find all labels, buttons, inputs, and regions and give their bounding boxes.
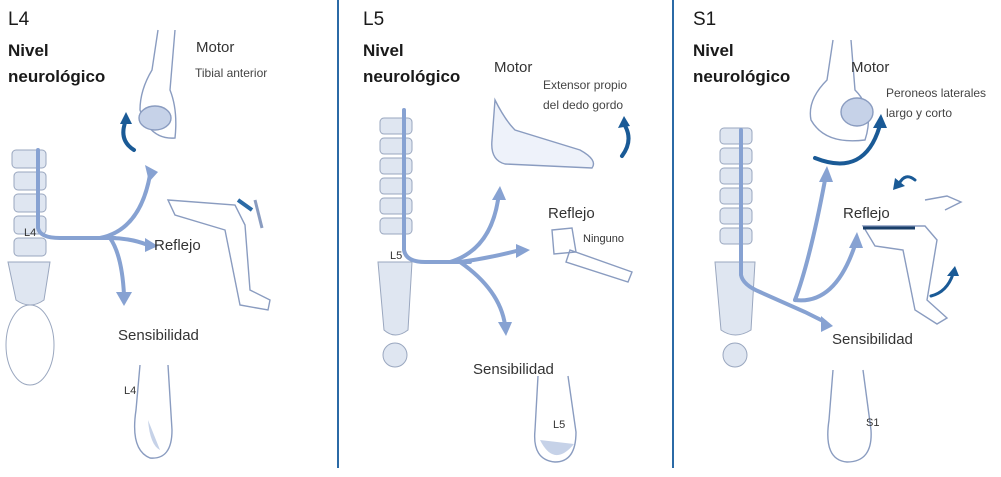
spine-level-tag: L5 xyxy=(390,251,402,262)
level-label-line1: Nivel xyxy=(363,40,404,62)
motor-muscle-label-line1: Extensor propio xyxy=(543,76,627,94)
sensory-label: Sensibilidad xyxy=(832,332,913,347)
motor-foot-sketch xyxy=(139,30,176,138)
panel-title: S1 xyxy=(693,10,716,29)
motor-muscle-label-line2: largo y corto xyxy=(886,104,952,122)
spine-drawing xyxy=(715,128,755,367)
motor-muscle-label-line1: Peroneos laterales xyxy=(886,84,986,102)
foot-dermatome-tag: S1 xyxy=(866,418,879,429)
nerve-arrows xyxy=(38,150,150,295)
sensory-label: Sensibilidad xyxy=(118,328,199,343)
reflex-tap-arrow xyxy=(899,177,915,184)
spine-level-tag: L4 xyxy=(24,228,36,239)
panel-s1: S1 Nivel neurológico Motor Peroneos late… xyxy=(675,0,1001,477)
nerve-arrows xyxy=(741,130,855,322)
foot-dermatome-tag: L4 xyxy=(124,386,136,397)
spine-drawing xyxy=(378,118,412,367)
spine-drawing xyxy=(6,150,54,385)
sensory-foot-sketch xyxy=(828,370,871,462)
panel-divider xyxy=(337,0,339,468)
motor-label: Motor xyxy=(851,60,889,75)
motor-curve-arrow xyxy=(815,125,880,163)
level-label-line2: neurológico xyxy=(8,66,105,88)
motor-label: Motor xyxy=(494,60,532,75)
panel-title: L5 xyxy=(363,10,384,29)
panel-l5: L5 Nivel neurológico Motor Extensor prop… xyxy=(340,0,670,477)
reflex-value: Ninguno xyxy=(583,234,624,245)
motor-label: Motor xyxy=(196,40,234,55)
reflex-label: Reflejo xyxy=(843,206,890,221)
reflex-label: Reflejo xyxy=(548,206,595,221)
motor-rotation-arrow xyxy=(622,124,629,156)
panel-title: L4 xyxy=(8,10,29,29)
reflex-label: Reflejo xyxy=(154,238,201,253)
sensory-label: Sensibilidad xyxy=(473,362,554,377)
arrow-heads xyxy=(819,166,863,332)
motor-muscle-label: Tibial anterior xyxy=(195,64,267,82)
foot-dermatome-tag: L5 xyxy=(553,420,565,431)
level-label-line2: neurológico xyxy=(693,66,790,88)
motor-muscle-label-line2: del dedo gordo xyxy=(543,96,623,114)
reflex-knee-sketch xyxy=(168,200,270,310)
level-label-line1: Nivel xyxy=(693,40,734,62)
level-label-line2: neurológico xyxy=(363,66,460,88)
panel-divider xyxy=(672,0,674,468)
motor-rotation-arrow xyxy=(123,120,134,150)
reflex-response-arrow xyxy=(931,274,953,296)
level-label-line1: Nivel xyxy=(8,40,49,62)
motor-foot-sketch xyxy=(810,40,873,141)
panel-l4: L4 Nivel neurológico Motor Tibial anteri… xyxy=(0,0,330,477)
sensory-foot-sketch xyxy=(135,365,172,458)
